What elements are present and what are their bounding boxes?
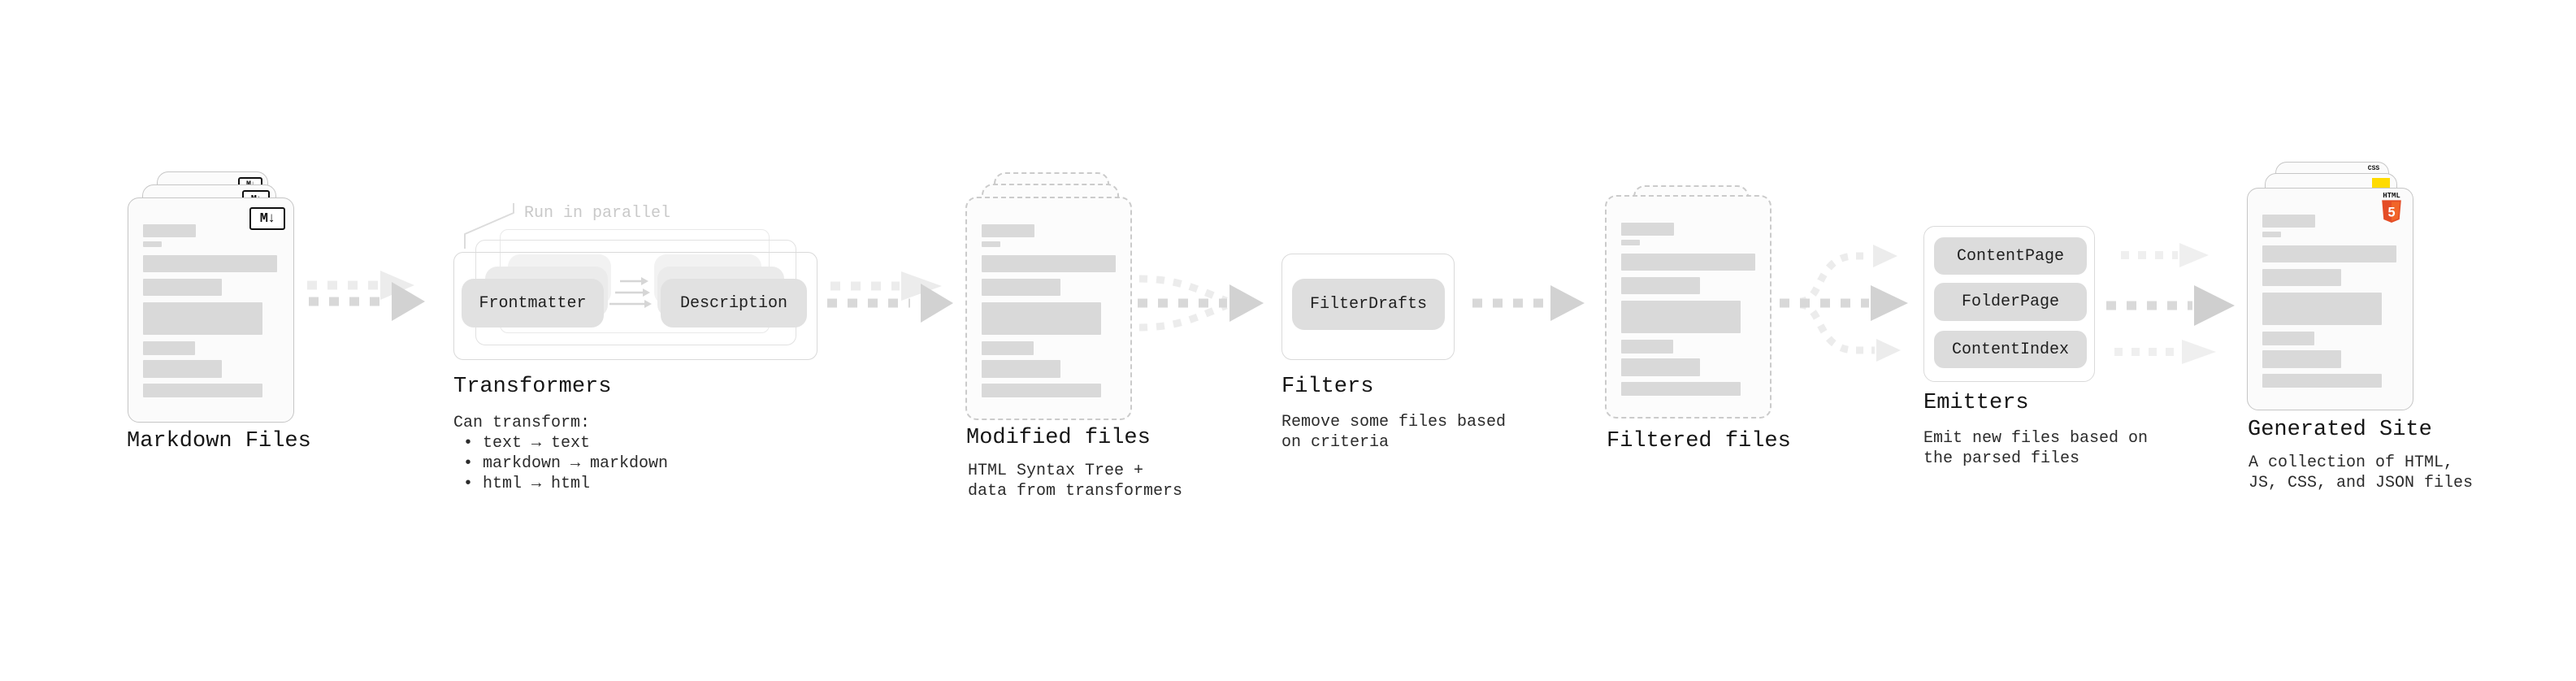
doc-line xyxy=(1621,240,1640,245)
arrow-markdown-to-transformers-ghost xyxy=(307,271,414,300)
filters-label: Filters xyxy=(1281,375,1374,399)
desc-line: on criteria xyxy=(1281,433,1390,452)
arrow-filtered-to-emitters xyxy=(1780,245,1908,362)
arrow-emitters-to-site-bottom xyxy=(2114,340,2216,364)
contentpage-box: ContentPage xyxy=(1934,237,2087,275)
emitters-description: Emit new files based on the parsed files xyxy=(1923,428,2148,469)
doc-line xyxy=(982,384,1101,397)
doc-line xyxy=(1621,254,1755,271)
folderpage-box: FolderPage xyxy=(1934,283,2087,321)
run-in-parallel-annotation: Run in parallel xyxy=(524,204,671,223)
doc-line xyxy=(143,360,222,378)
arrow-modified-to-filters xyxy=(1138,275,1264,332)
desc-line: HTML Syntax Tree + xyxy=(968,462,1144,480)
filterdrafts-box: FilterDrafts xyxy=(1292,279,1445,330)
transformers-label: Transformers xyxy=(453,375,612,399)
doc-line xyxy=(982,341,1034,355)
html5-icon-text: HTML xyxy=(2383,192,2400,200)
filtered-files-label: Filtered files xyxy=(1607,429,1791,453)
js-icon xyxy=(2372,178,2390,189)
doc-line xyxy=(1621,340,1673,354)
desc-line: Emit new files based on xyxy=(1923,429,2149,448)
desc-line: • html → html xyxy=(453,475,591,493)
doc-line xyxy=(143,224,196,237)
desc-line: A collection of HTML, xyxy=(2249,453,2454,472)
arrow-filters-to-filtered xyxy=(1472,285,1585,321)
doc-line xyxy=(2262,374,2382,388)
filters-description: Remove some files based on criteria xyxy=(1281,412,1506,453)
generated-site-label: Generated Site xyxy=(2248,418,2432,442)
transformer-parallel-arrows xyxy=(609,277,652,308)
desc-line: JS, CSS, and JSON files xyxy=(2249,474,2474,492)
modified-doc-front xyxy=(965,197,1132,420)
doc-line xyxy=(1621,277,1700,294)
doc-line xyxy=(982,279,1060,296)
doc-line xyxy=(2262,350,2341,368)
transformers-frame-front xyxy=(453,252,817,360)
desc-line: Can transform: xyxy=(453,414,591,432)
transformers-description: Can transform: • text → text • markdown … xyxy=(453,413,668,494)
markdown-doc-front: M↓ xyxy=(128,197,294,423)
doc-line xyxy=(982,302,1101,335)
doc-line xyxy=(2262,232,2281,237)
doc-line xyxy=(1621,382,1741,396)
desc-line: the parsed files xyxy=(1923,449,2080,468)
arrow-emitters-to-site-top xyxy=(2121,243,2209,267)
doc-line xyxy=(143,241,162,247)
desc-line: • markdown → markdown xyxy=(453,454,669,473)
desc-line: Remove some files based xyxy=(1281,413,1507,432)
desc-line: • text → text xyxy=(453,434,591,453)
doc-line xyxy=(982,224,1034,237)
doc-line xyxy=(1621,358,1700,376)
doc-line xyxy=(2262,332,2314,345)
arrow-markdown-to-transformers xyxy=(309,282,425,321)
doc-line xyxy=(2262,269,2341,286)
frontmatter-box: Frontmatter xyxy=(462,279,604,327)
doc-line xyxy=(143,279,222,296)
doc-line xyxy=(982,360,1060,378)
doc-line xyxy=(143,255,277,272)
emitters-label: Emitters xyxy=(1923,391,2029,415)
doc-line xyxy=(143,384,262,397)
html5-icon: HTML 5 xyxy=(2381,192,2402,224)
doc-line xyxy=(2262,215,2315,228)
doc-line xyxy=(1621,223,1674,236)
doc-line xyxy=(2262,293,2382,325)
modified-files-description: HTML Syntax Tree + data from transformer… xyxy=(968,461,1182,501)
doc-line xyxy=(1621,301,1741,333)
description-box: Description xyxy=(661,279,807,327)
markdown-files-label: Markdown Files xyxy=(127,429,311,453)
doc-line xyxy=(143,341,195,355)
desc-line: data from transformers xyxy=(968,482,1183,501)
site-doc-front: HTML 5 xyxy=(2247,188,2413,410)
modified-files-label: Modified files xyxy=(966,426,1151,450)
arrow-transformers-to-modified xyxy=(827,284,953,323)
arrow-emitters-to-site-middle xyxy=(2106,285,2235,326)
doc-line xyxy=(2262,245,2396,262)
doc-line xyxy=(982,255,1116,272)
doc-line xyxy=(982,241,1000,247)
markdown-icon: M↓ xyxy=(249,207,285,230)
filtered-doc-front xyxy=(1605,195,1772,419)
css-icon-text: CSS xyxy=(2367,165,2380,172)
html5-shield: 5 xyxy=(2382,200,2401,223)
doc-line xyxy=(143,302,262,335)
contentindex-box: ContentIndex xyxy=(1934,331,2087,368)
run-in-parallel-leader-line xyxy=(464,203,514,249)
generated-site-description: A collection of HTML, JS, CSS, and JSON … xyxy=(2249,453,2473,493)
svg-text:5: 5 xyxy=(2387,206,2395,220)
